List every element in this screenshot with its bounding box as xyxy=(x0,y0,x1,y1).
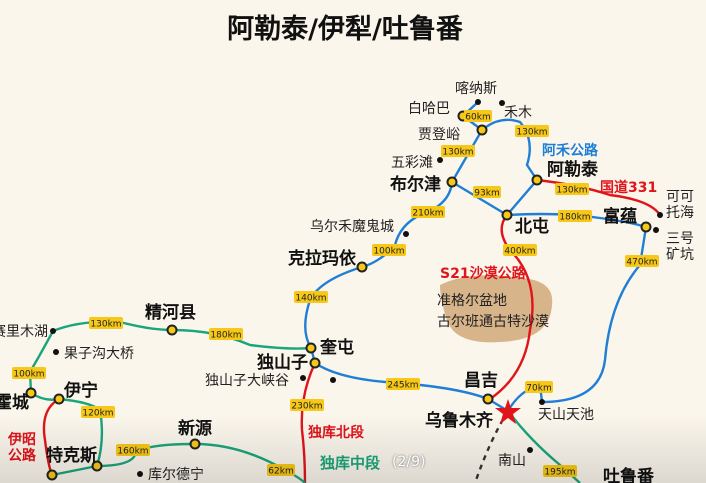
svg-text:S21沙漠公路: S21沙漠公路 xyxy=(440,265,527,282)
svg-text:贾登峪: 贾登峪 xyxy=(418,127,460,143)
svg-text:230km: 230km xyxy=(291,402,322,412)
route-duku-north xyxy=(300,362,317,483)
svg-text:100km: 100km xyxy=(373,247,404,257)
svg-text:昌吉: 昌吉 xyxy=(464,371,498,391)
svg-text:130km: 130km xyxy=(516,128,547,138)
svg-text:喀纳斯: 喀纳斯 xyxy=(455,81,497,97)
svg-text:准格尔盆地: 准格尔盆地 xyxy=(437,293,507,309)
black-dots xyxy=(50,99,663,477)
svg-text:富蕴: 富蕴 xyxy=(603,206,637,227)
svg-text:阿禾公路: 阿禾公路 xyxy=(542,142,599,159)
svg-text:特克斯: 特克斯 xyxy=(46,445,97,466)
svg-text:霍城: 霍城 xyxy=(0,393,29,413)
yellow-nodes xyxy=(25,110,652,481)
svg-text:天山天池: 天山天池 xyxy=(538,407,594,423)
svg-text:470km: 470km xyxy=(626,258,657,268)
svg-text:赛里木湖: 赛里木湖 xyxy=(0,324,48,340)
svg-text:果子沟大桥: 果子沟大桥 xyxy=(64,346,134,362)
svg-text:245km: 245km xyxy=(387,381,418,391)
svg-text:120km: 120km xyxy=(82,409,113,419)
svg-text:乌鲁木齐: 乌鲁木齐 xyxy=(425,410,494,431)
place-label-no3-pit: 三号矿坑 xyxy=(666,231,694,263)
svg-text:130km: 130km xyxy=(90,320,121,330)
km-badges: 60km 130km 130km 93km 130km 180km 210km … xyxy=(12,110,659,478)
route-ahe xyxy=(481,118,539,216)
svg-text:160km: 160km xyxy=(117,447,148,457)
route-dashed xyxy=(473,410,510,483)
svg-text:新源: 新源 xyxy=(178,418,212,439)
svg-text:阿勒泰: 阿勒泰 xyxy=(547,159,599,180)
route-s21 xyxy=(489,214,534,400)
svg-text:北屯: 北屯 xyxy=(515,216,549,237)
svg-text:南山: 南山 xyxy=(498,453,526,469)
desert-area xyxy=(440,275,553,343)
route-beitun-fuyun xyxy=(506,212,647,229)
svg-text:独山子大峡谷: 独山子大峡谷 xyxy=(205,373,289,389)
svg-text:古尔班通古特沙漠: 古尔班通古特沙漠 xyxy=(437,314,549,330)
road-label-yizhao: 伊昭公路 xyxy=(8,432,36,464)
svg-text:库尔德宁: 库尔德宁 xyxy=(148,466,204,483)
svg-text:210km: 210km xyxy=(412,209,443,219)
slide-counter: (2/9) xyxy=(392,454,426,470)
svg-text:70km: 70km xyxy=(526,384,551,394)
svg-text:195km: 195km xyxy=(544,468,575,478)
svg-text:乌尔禾魔鬼城: 乌尔禾魔鬼城 xyxy=(310,219,394,235)
svg-text:130km: 130km xyxy=(442,148,473,158)
svg-text:独库中段: 独库中段 xyxy=(320,454,380,472)
svg-text:62km: 62km xyxy=(268,467,293,477)
svg-text:五彩滩: 五彩滩 xyxy=(391,155,433,171)
svg-text:国道331: 国道331 xyxy=(600,179,657,196)
map-title: 阿勒泰/伊犁/吐鲁番 xyxy=(227,14,464,45)
svg-text:禾木: 禾木 xyxy=(504,105,532,121)
svg-text:180km: 180km xyxy=(559,213,590,223)
urumqi-star-icon xyxy=(495,399,521,424)
svg-text:60km: 60km xyxy=(465,113,490,123)
place-label-koktokay: 可可托海 xyxy=(666,189,694,221)
svg-text:奎屯: 奎屯 xyxy=(319,337,354,358)
svg-text:精河县: 精河县 xyxy=(145,302,196,323)
road-labels: 阿禾公路 国道331 S21沙漠公路 独库北段 独库中段 xyxy=(308,142,657,472)
svg-text:180km: 180km xyxy=(210,331,241,341)
svg-text:140km: 140km xyxy=(295,294,326,304)
svg-text:130km: 130km xyxy=(556,186,587,196)
svg-text:400km: 400km xyxy=(504,247,535,257)
svg-text:布尔津: 布尔津 xyxy=(390,174,441,195)
svg-text:克拉玛依: 克拉玛依 xyxy=(288,248,357,269)
svg-text:93km: 93km xyxy=(474,189,499,199)
svg-text:100km: 100km xyxy=(13,370,44,380)
svg-text:独库北段: 独库北段 xyxy=(308,424,364,441)
svg-text:伊宁: 伊宁 xyxy=(63,380,98,401)
route-yizhao xyxy=(42,397,60,476)
svg-text:白哈巴: 白哈巴 xyxy=(408,101,450,117)
svg-text:独山子: 独山子 xyxy=(257,352,308,373)
place-labels: 喀纳斯 白哈巴 禾木 贾登峪 五彩滩 布尔津 阿勒泰 北屯 富蕴 乌尔禾魔鬼城 … xyxy=(0,81,655,483)
svg-text:吐鲁番: 吐鲁番 xyxy=(603,466,655,483)
